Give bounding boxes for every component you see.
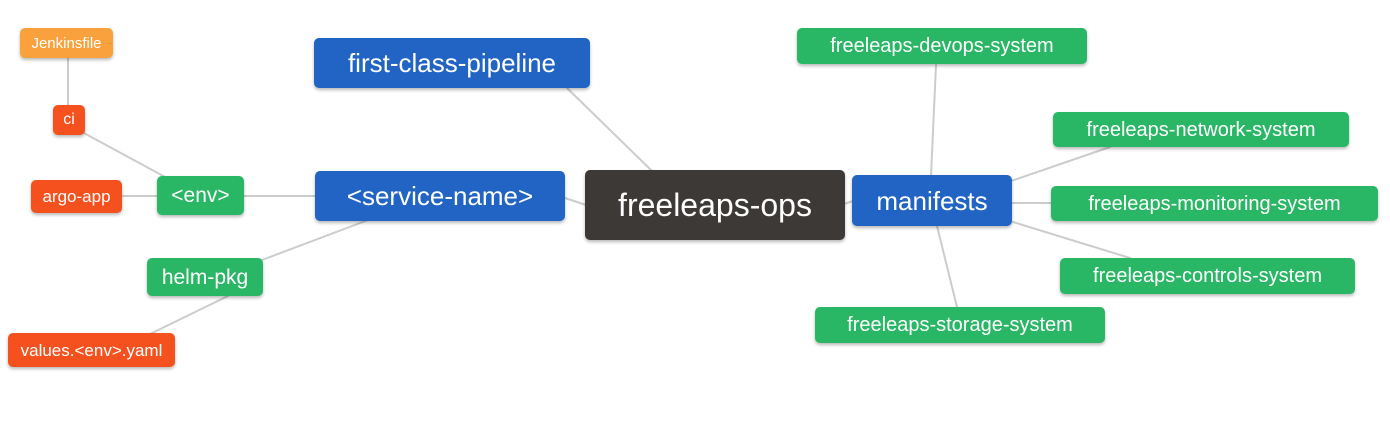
edge-manifests-network-system: [1010, 146, 1111, 182]
edge-first-class-pipeline-freeleaps-ops: [566, 87, 653, 172]
node-freeleaps-ops[interactable]: freeleaps-ops: [585, 170, 845, 240]
node-jenkinsfile[interactable]: Jenkinsfile: [20, 28, 113, 58]
node-argo-app[interactable]: argo-app: [31, 180, 122, 213]
node-freeleaps-controls-system[interactable]: freeleaps-controls-system: [1060, 258, 1355, 294]
node-manifests[interactable]: manifests: [852, 175, 1012, 226]
node-helm-pkg[interactable]: helm-pkg: [147, 258, 263, 296]
node-first-class-pipeline[interactable]: first-class-pipeline: [314, 38, 590, 88]
edge-freeleaps-ops-manifests: [843, 200, 854, 205]
edge-service-name-helm-pkg: [261, 219, 369, 261]
node-values-env-yaml[interactable]: values.<env>.yaml: [8, 333, 175, 367]
node-freeleaps-devops-system[interactable]: freeleaps-devops-system: [797, 28, 1087, 64]
edge-manifests-devops-system: [930, 64, 937, 177]
edge-manifests-controls-system: [1012, 221, 1131, 259]
node-ci[interactable]: ci: [53, 105, 85, 135]
edge-ci-env: [81, 131, 168, 179]
edge-service-name-freeleaps-ops: [564, 197, 587, 206]
node-freeleaps-monitoring-system[interactable]: freeleaps-monitoring-system: [1051, 186, 1378, 221]
node-env[interactable]: <env>: [157, 176, 244, 215]
node-freeleaps-storage-system[interactable]: freeleaps-storage-system: [815, 307, 1105, 343]
node-service-name[interactable]: <service-name>: [315, 171, 565, 221]
node-freeleaps-network-system[interactable]: freeleaps-network-system: [1053, 112, 1349, 147]
edge-manifests-storage-system: [936, 225, 958, 308]
edge-helm-pkg-values: [149, 295, 229, 335]
